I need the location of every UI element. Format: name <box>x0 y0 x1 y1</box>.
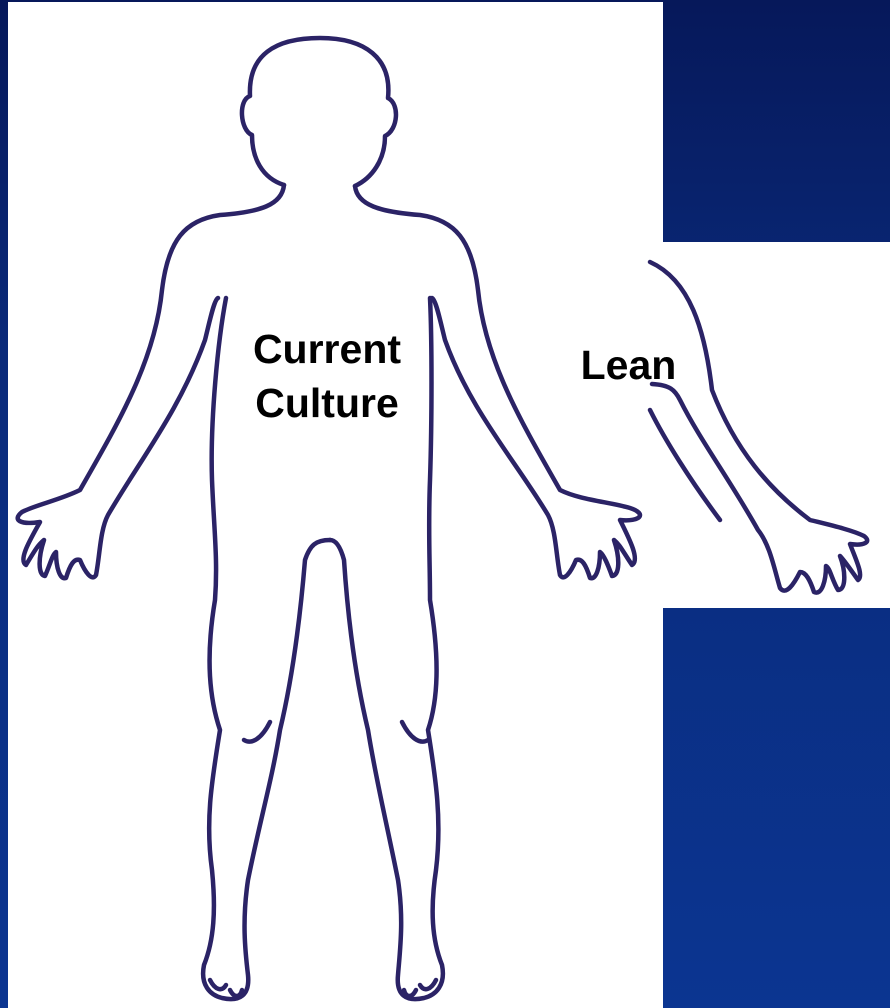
right-knee <box>402 722 428 742</box>
left-knee <box>244 722 270 742</box>
head-outline <box>242 38 396 186</box>
current-culture-label: Current Culture <box>232 322 422 430</box>
lean-arm-outer <box>650 262 867 593</box>
current-culture-line2: Culture <box>232 376 422 430</box>
lean-arm-inner <box>650 410 720 520</box>
lean-label: Lean <box>566 338 691 392</box>
current-culture-line1: Current <box>232 322 422 376</box>
